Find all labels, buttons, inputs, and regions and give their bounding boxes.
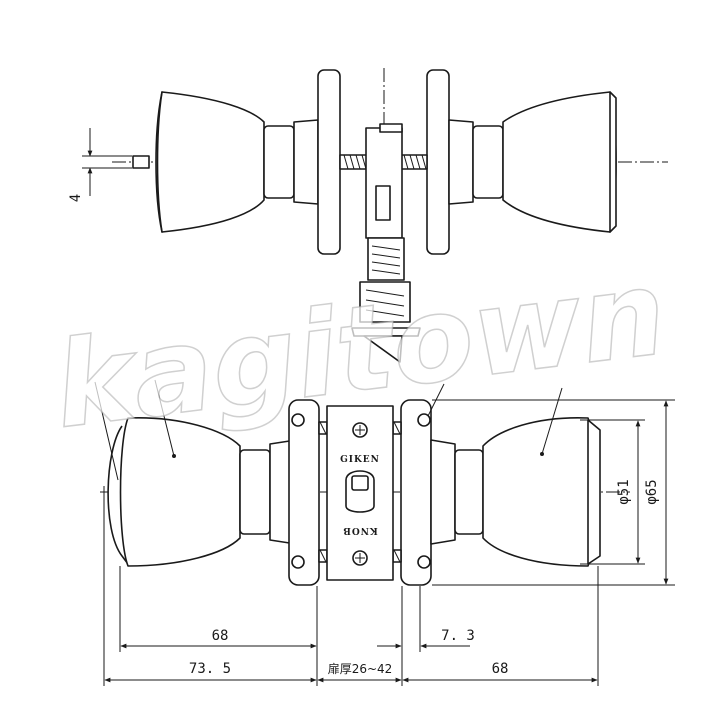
front-left-knob-neck <box>239 449 271 535</box>
front-right-knob <box>482 417 597 567</box>
top-view: 4 <box>68 68 668 363</box>
dimension-backset-offset-label: 7. 3 <box>441 628 475 644</box>
dimension-rose-diameter-inner-label: φ51 <box>616 479 632 504</box>
top-left-knob-neck <box>263 125 295 199</box>
top-right-knob-neck <box>472 125 504 199</box>
front-latch-plate: GIKEN KNOB <box>326 405 394 581</box>
front-view: GIKEN KNOB φ51 φ65 <box>94 379 675 686</box>
latch-bolt-hole <box>345 470 375 513</box>
front-right-knob-neck <box>454 449 484 535</box>
dimension-knob-length-right-label: 68 <box>492 661 509 677</box>
top-right-rose <box>426 69 450 255</box>
front-right-rose-collar <box>430 439 456 545</box>
dimension-knob-projection-left: 73. 5 <box>104 661 317 683</box>
dimension-rose-diameter-outer-label: φ65 <box>644 479 660 504</box>
front-left-rose <box>288 399 320 586</box>
leader-left-cap <box>94 381 119 481</box>
faceplate-screw-top-icon <box>352 422 368 438</box>
dimension-rose-diameter-outer: φ65 <box>432 399 675 586</box>
top-latch-faceplate <box>351 327 421 337</box>
top-latch-bolt <box>363 335 403 363</box>
dimension-backset-offset: 7. 3 <box>377 628 475 649</box>
top-left-knob-cap-edge <box>156 91 163 233</box>
dimension-spindle-offset-label: 4 <box>68 194 84 202</box>
front-screw-lower-right <box>392 549 402 563</box>
front-screw-upper-right <box>392 421 402 435</box>
front-screw-upper-left <box>318 421 328 435</box>
leader-right-knob <box>541 387 563 455</box>
dimension-knob-length-left: 68 <box>120 628 317 649</box>
front-left-knob <box>119 417 241 567</box>
front-right-knob-cap <box>587 419 601 565</box>
top-left-knob <box>155 91 265 233</box>
dimension-door-thickness-label: 扉厚26~42 <box>328 662 393 676</box>
top-left-rose <box>317 69 341 255</box>
top-right-rose-collar <box>448 119 474 205</box>
dimension-spindle-offset: 4 <box>68 128 132 202</box>
dimension-knob-length-left-label: 68 <box>212 628 229 644</box>
top-right-knob <box>502 91 617 233</box>
dimension-knob-projection-left-label: 73. 5 <box>189 661 231 677</box>
top-spindle <box>132 155 150 169</box>
top-right-knob-cap <box>609 91 617 233</box>
top-left-rose-collar <box>293 119 319 205</box>
dimension-knob-length-right: 68 <box>402 661 598 683</box>
dimension-door-thickness: 扉厚26~42 <box>317 662 402 683</box>
front-screw-lower-left <box>318 549 328 563</box>
faceplate-screw-bottom-icon <box>352 550 368 566</box>
latch-plate-maker-bottom: KNOB <box>342 525 378 535</box>
top-latch <box>351 123 421 363</box>
leader-left-knob <box>154 379 175 457</box>
latch-plate-maker-top: GIKEN <box>340 455 380 465</box>
dimension-rose-diameter-inner: φ51 <box>580 419 645 565</box>
